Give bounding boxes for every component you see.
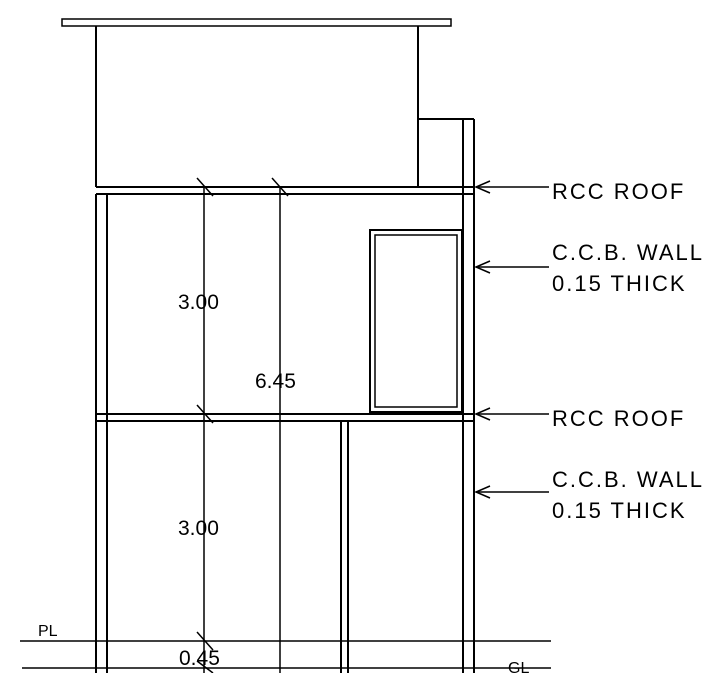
left-wall	[95, 194, 108, 673]
dimension-plinth: 0.45	[179, 647, 220, 670]
label-ground-level: GL	[508, 660, 529, 673]
label-rcc-roof-upper: RCC ROOF	[552, 179, 685, 204]
rcc-roof-slab-lower	[96, 413, 474, 422]
window-opening	[369, 229, 463, 413]
dimension-total: 6.45	[255, 370, 296, 393]
label-rcc-roof-lower: RCC ROOF	[552, 406, 685, 431]
dimension-line-floors	[196, 177, 214, 673]
top-slab	[61, 18, 452, 27]
label-wall-lower-line2: 0.15 THICK	[552, 498, 687, 523]
rcc-roof-slab-upper	[96, 186, 474, 195]
plinth-level-line	[20, 640, 551, 669]
right-wall	[462, 119, 475, 673]
label-wall-upper-line1: C.C.B. WALL	[552, 240, 704, 265]
upper-room-walls	[95, 26, 474, 187]
leader-arrows	[474, 180, 549, 499]
label-wall-lower-line1: C.C.B. WALL	[552, 467, 704, 492]
interior-wall	[340, 421, 349, 673]
dimension-upper-floor: 3.00	[178, 291, 219, 314]
label-wall-upper-line2: 0.15 THICK	[552, 271, 687, 296]
dimension-lower-floor: 3.00	[178, 517, 219, 540]
label-plinth-level: PL	[38, 623, 58, 640]
dimension-line-total	[271, 177, 289, 673]
